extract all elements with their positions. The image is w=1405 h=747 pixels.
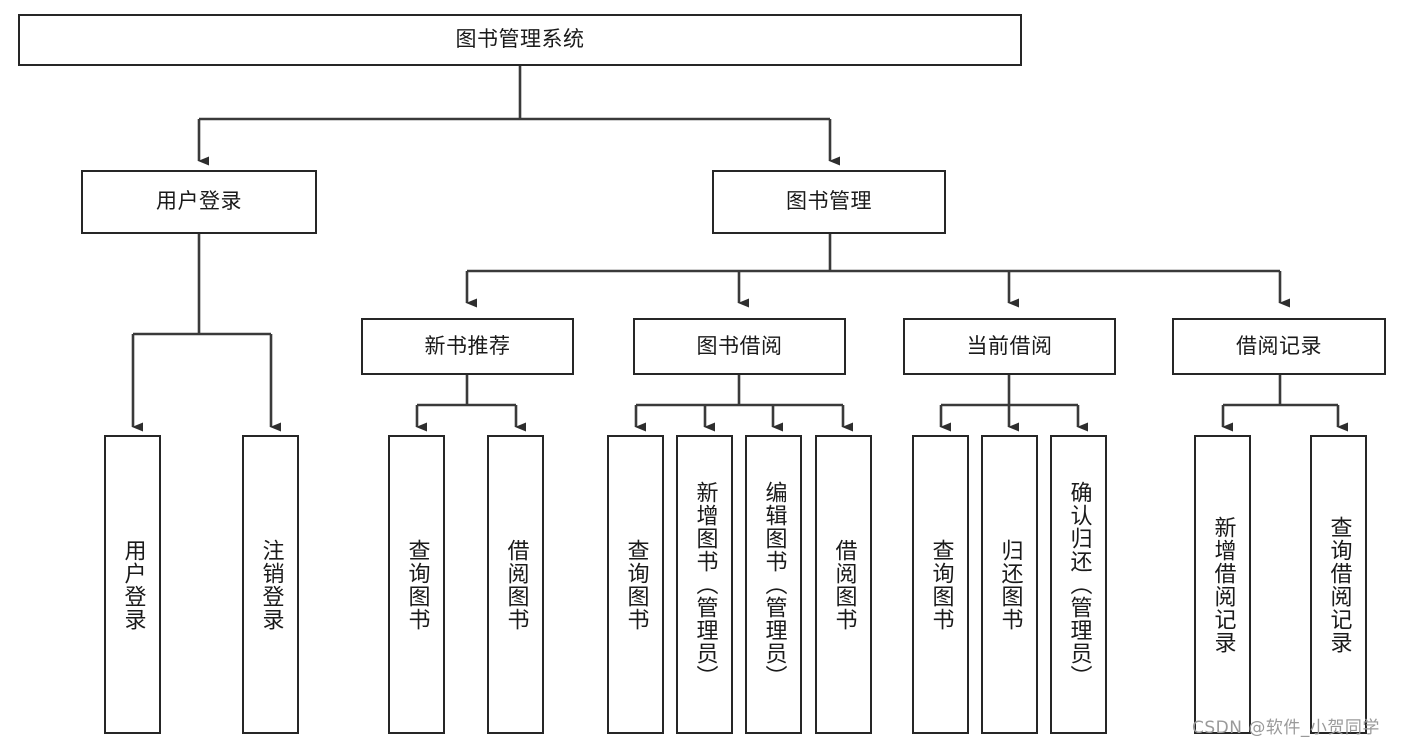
leaf-user-login[interactable]: 用户登录 [104,435,161,734]
leaf-current-confirm-return-admin[interactable]: 确认归还（管理员） [1050,435,1107,734]
node-label: 新增图书（管理员） [692,481,718,688]
node-label: 编辑图书（管理员） [761,481,787,688]
node-label: 查询图书 [623,538,649,631]
node-label: 查询图书 [928,538,954,631]
leaf-borrow-add-book-admin[interactable]: 新增图书（管理员） [676,435,733,734]
node-label: 用户登录 [120,538,146,631]
node-label: 新增借阅记录 [1210,515,1236,654]
node-current-borrowing[interactable]: 当前借阅 [903,318,1116,375]
node-label: 借阅图书 [503,538,529,631]
leaf-current-return-book[interactable]: 归还图书 [981,435,1038,734]
leaf-borrow-borrow-book[interactable]: 借阅图书 [815,435,872,734]
node-label: 确认归还（管理员） [1066,481,1092,688]
leaf-record-add-borrow-record[interactable]: 新增借阅记录 [1194,435,1251,734]
node-borrowing-record[interactable]: 借阅记录 [1172,318,1386,375]
node-book-management[interactable]: 图书管理 [712,170,946,234]
node-label: 借阅图书 [831,538,857,631]
node-label: 图书管理 [786,189,872,214]
node-label: 归还图书 [997,538,1023,631]
node-user-login[interactable]: 用户登录 [81,170,317,234]
node-root-book-management-system[interactable]: 图书管理系统 [18,14,1022,66]
node-label: 查询借阅记录 [1326,515,1352,654]
node-label: 图书管理系统 [455,27,585,52]
node-label: 图书借阅 [696,333,783,358]
node-book-borrowing[interactable]: 图书借阅 [633,318,846,375]
leaf-new-book-borrow-book[interactable]: 借阅图书 [487,435,544,734]
node-label: 注销登录 [258,538,284,631]
node-label: 查询图书 [404,538,430,631]
leaf-borrow-query-book[interactable]: 查询图书 [607,435,664,734]
node-label: 用户登录 [156,189,242,214]
leaf-new-book-query-book[interactable]: 查询图书 [388,435,445,734]
leaf-borrow-edit-book-admin[interactable]: 编辑图书（管理员） [745,435,802,734]
node-label: 新书推荐 [424,333,511,358]
leaf-current-query-book[interactable]: 查询图书 [912,435,969,734]
leaf-record-query-borrow-record[interactable]: 查询借阅记录 [1310,435,1367,734]
leaf-logout[interactable]: 注销登录 [242,435,299,734]
node-new-book-recommendation[interactable]: 新书推荐 [361,318,574,375]
node-label: 借阅记录 [1236,333,1322,358]
node-label: 当前借阅 [966,333,1053,358]
